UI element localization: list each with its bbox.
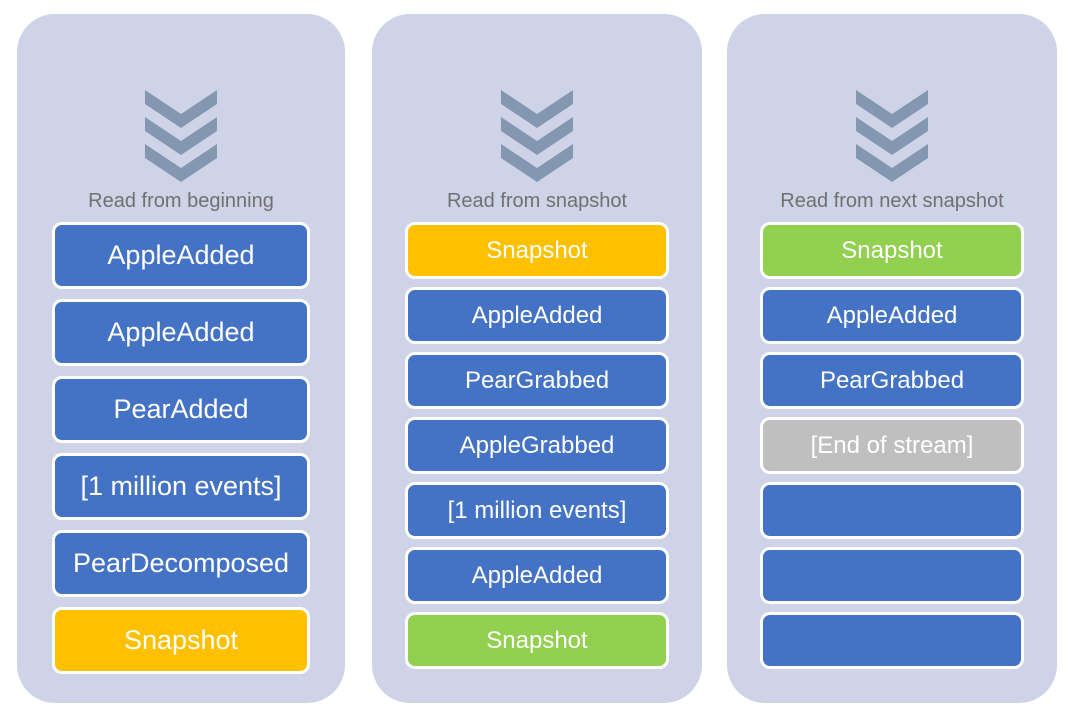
event-box-label: AppleAdded xyxy=(471,561,603,589)
event-box: PearDecomposed xyxy=(52,530,310,597)
event-box-label: [1 million events] xyxy=(80,471,282,501)
event-box: AppleAdded xyxy=(760,287,1024,344)
event-box: AppleAdded xyxy=(405,287,669,344)
triple-chevron-down-icon xyxy=(501,90,573,182)
event-box-label: Snapshot xyxy=(486,236,588,264)
event-box: AppleGrabbed xyxy=(405,417,669,474)
panel-label: Read from next snapshot xyxy=(780,190,1004,212)
event-box: Snapshot xyxy=(760,222,1024,279)
event-box-label: PearGrabbed xyxy=(464,366,610,394)
event-box-label: AppleAdded xyxy=(107,240,255,270)
event-box-label: AppleAdded xyxy=(826,301,958,329)
event-box-label: [End of stream] xyxy=(810,431,974,459)
event-box: Snapshot xyxy=(405,612,669,669)
event-box-label: [1 million events] xyxy=(447,496,627,524)
event-box-empty xyxy=(760,547,1024,604)
event-box: Snapshot xyxy=(405,222,669,279)
event-box: AppleAdded xyxy=(405,547,669,604)
event-box: AppleAdded xyxy=(52,299,310,366)
panel-label: Read from snapshot xyxy=(446,190,628,212)
event-box: [End of stream] xyxy=(760,417,1024,474)
triple-chevron-down-icon xyxy=(145,90,217,182)
event-box: PearGrabbed xyxy=(760,352,1024,409)
event-box-label: PearGrabbed xyxy=(819,366,965,394)
event-box: [1 million events] xyxy=(405,482,669,539)
event-box: PearAdded xyxy=(52,376,310,443)
panel-label: Read from beginning xyxy=(88,190,274,212)
event-box: Snapshot xyxy=(52,607,310,674)
event-box-empty xyxy=(760,612,1024,669)
event-box: [1 million events] xyxy=(52,453,310,520)
event-box-label: AppleAdded xyxy=(471,301,603,329)
event-box: AppleAdded xyxy=(52,222,310,289)
event-box-label: Snapshot xyxy=(123,625,239,655)
event-box: PearGrabbed xyxy=(405,352,669,409)
event-box-empty xyxy=(760,482,1024,539)
event-box-label: PearAdded xyxy=(113,394,249,424)
event-box-label: Snapshot xyxy=(486,626,588,654)
event-box-label: Snapshot xyxy=(841,236,943,264)
triple-chevron-down-icon xyxy=(856,90,928,182)
event-box-label: AppleAdded xyxy=(107,317,255,347)
event-box-label: AppleGrabbed xyxy=(459,431,615,459)
event-box-label: PearDecomposed xyxy=(72,548,290,578)
